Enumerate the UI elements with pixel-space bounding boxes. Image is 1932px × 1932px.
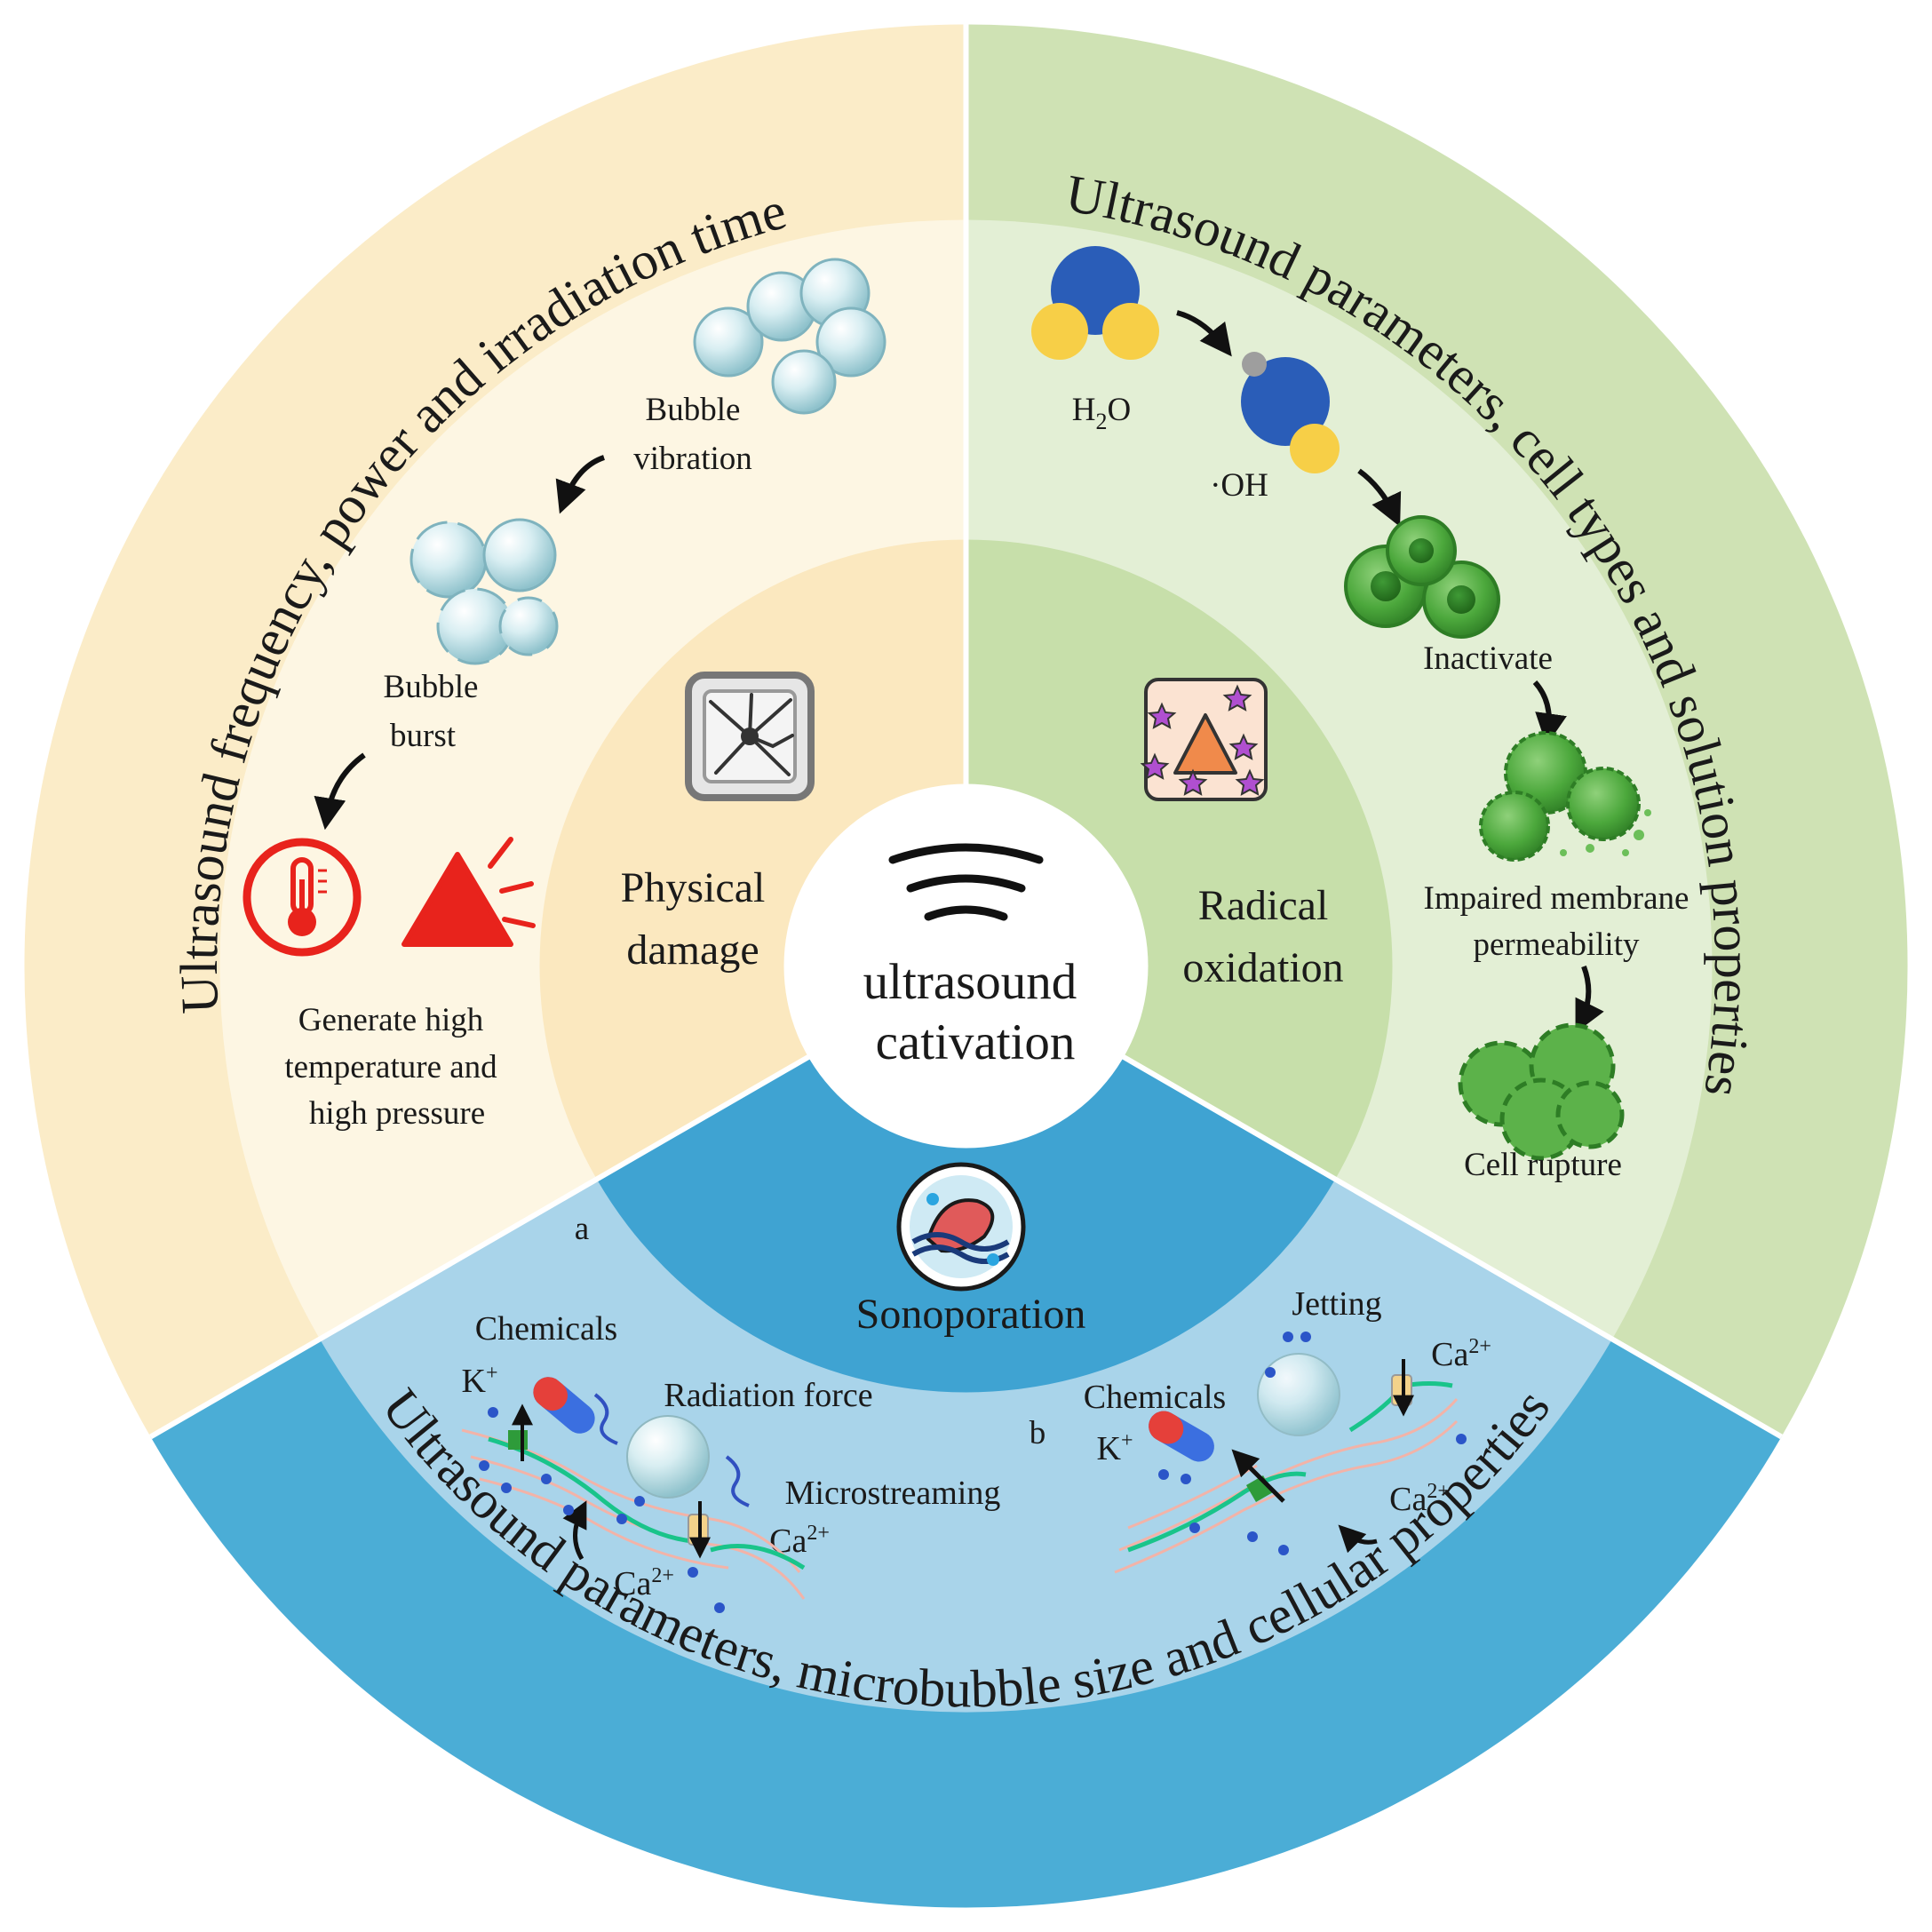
b-chemicals-label: Chemicals xyxy=(1084,1379,1226,1416)
bubble-cluster-icon xyxy=(693,258,886,415)
step-generate-1: Generate high xyxy=(298,1002,484,1038)
step-bubble-vibration-2: vibration xyxy=(633,441,752,477)
panel-a-letter: a xyxy=(575,1211,589,1247)
core-label-physical-2: damage xyxy=(626,926,759,974)
core-label-radical-1: Radical xyxy=(1198,882,1329,929)
cracked-glass-icon xyxy=(685,672,815,801)
healthy-cells-icon xyxy=(1344,515,1500,639)
b-k-label: K+ xyxy=(1097,1429,1133,1467)
bursting-bubbles-icon xyxy=(409,518,559,665)
sonoporation-cell-icon xyxy=(896,1162,1026,1292)
step-generate-2: temperature and xyxy=(284,1049,497,1085)
core-label-sonoporation: Sonoporation xyxy=(856,1291,1086,1338)
water-molecule-icon xyxy=(1031,246,1159,360)
step-bubble-burst-2: burst xyxy=(390,718,457,754)
radical-alert-icon xyxy=(1140,678,1268,801)
arrow-vibration-to-burst xyxy=(555,455,606,514)
pill-icon-b xyxy=(1149,1411,1214,1462)
step-bubble-burst-1: Bubble xyxy=(384,669,479,705)
center-circle xyxy=(783,783,1149,1149)
arrow-water-to-oh xyxy=(1176,310,1232,357)
panel-b-letter: b xyxy=(1030,1415,1046,1451)
hydroxyl-radical-icon xyxy=(1241,352,1340,473)
core-label-radical-2: oxidation xyxy=(1182,944,1343,991)
center-label-line2: cativation xyxy=(876,1014,1076,1070)
panel-b-membrane-illustration xyxy=(1114,1332,1467,1574)
b-ca-top-label: Ca2+ xyxy=(1431,1335,1491,1373)
arrow-burst-to-generate xyxy=(314,752,366,831)
oh-label: ·OH xyxy=(1210,467,1268,504)
pill-icon xyxy=(533,1377,595,1434)
step-bubble-vibration-1: Bubble xyxy=(646,392,741,428)
a-chemicals-label: Chemicals xyxy=(475,1310,617,1348)
b-ca-bottom-label: Ca2+ xyxy=(1389,1480,1450,1518)
a-k-label: K+ xyxy=(462,1362,498,1400)
step-inactivate: Inactivate xyxy=(1423,640,1553,677)
step-cell-rupture: Cell rupture xyxy=(1464,1147,1622,1183)
arrow-oh-to-cells xyxy=(1357,468,1402,528)
sound-wave-icon xyxy=(888,843,1044,921)
impaired-cells-icon xyxy=(1479,731,1651,862)
a-microstreaming-label: Microstreaming xyxy=(785,1475,1001,1512)
a-radiation-force-label: Radiation force xyxy=(664,1377,872,1414)
pressure-alert-icon xyxy=(402,837,536,947)
arrow-inactivate-to-impaired xyxy=(1532,680,1567,746)
center-label-line1: ultrasound xyxy=(863,954,1077,1010)
ruptured-cells-icon xyxy=(1458,1022,1625,1161)
core-label-physical-1: Physical xyxy=(621,864,766,911)
a-ca-bottom-label: Ca2+ xyxy=(614,1564,674,1602)
step-impaired-2: permeability xyxy=(1474,926,1640,963)
b-jetting-label: Jetting xyxy=(1292,1285,1381,1323)
step-generate-3: high pressure xyxy=(309,1095,485,1132)
thermometer-icon xyxy=(242,838,362,957)
arrow-impaired-to-rupture xyxy=(1575,965,1604,1033)
panel-a-membrane-illustration xyxy=(461,1377,806,1613)
step-impaired-1: Impaired membrane xyxy=(1424,880,1690,917)
h2o-label: H2O xyxy=(1072,392,1131,434)
